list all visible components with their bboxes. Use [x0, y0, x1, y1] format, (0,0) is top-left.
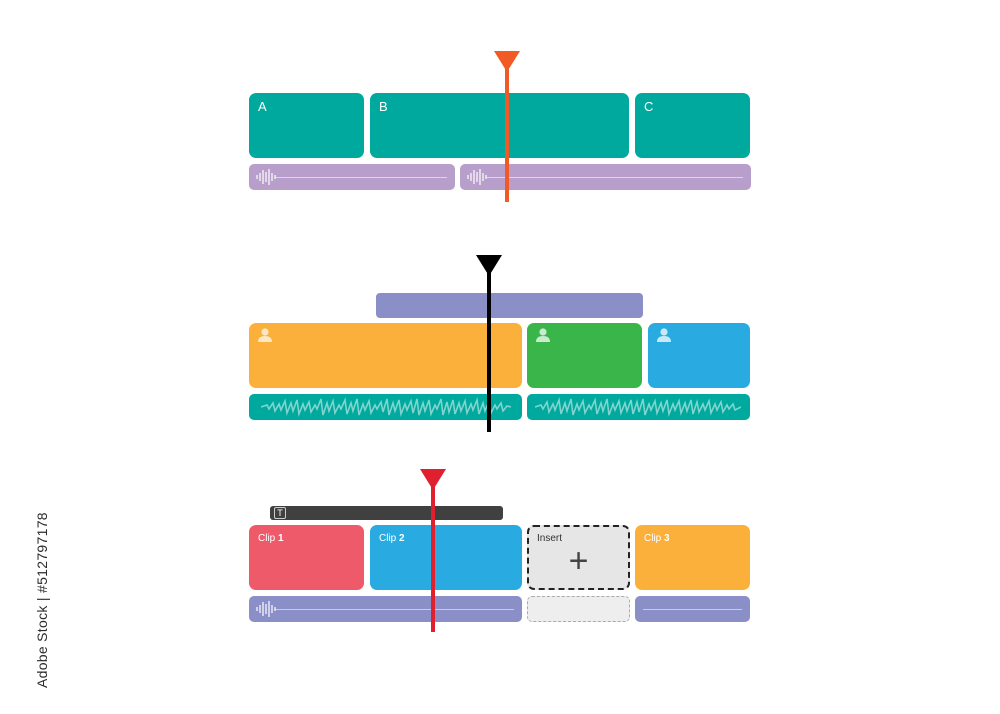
audio-track-1a[interactable]: [249, 164, 455, 190]
clip-2-label: Clip 2: [379, 533, 405, 544]
audio-line: [275, 177, 447, 178]
playhead-icon[interactable]: [474, 254, 504, 432]
person-icon: [258, 328, 272, 342]
audio-line: [275, 609, 514, 610]
clip-3-prefix: Clip: [644, 533, 665, 544]
clip-2-number: 2: [399, 533, 405, 544]
clip-c[interactable]: C: [635, 93, 750, 158]
clip-blue[interactable]: [648, 323, 750, 388]
insert-audio-slot[interactable]: [527, 596, 630, 622]
playhead-icon[interactable]: [492, 50, 522, 202]
title-track[interactable]: T: [270, 506, 503, 520]
plus-icon[interactable]: +: [568, 542, 589, 580]
text-icon: T: [274, 507, 286, 519]
clip-green[interactable]: [527, 323, 642, 388]
clip-1-number: 1: [278, 533, 284, 544]
waveform-icon: [467, 169, 487, 185]
audio-track-2b[interactable]: [527, 394, 750, 420]
clip-3[interactable]: Clip 3: [635, 525, 750, 590]
clip-c-label: C: [644, 99, 654, 114]
audio-line: [643, 609, 742, 610]
clip-3-number: 3: [664, 533, 670, 544]
insert-label: Insert: [537, 533, 563, 544]
clip-b-label: B: [379, 99, 388, 114]
text-icon-glyph: T: [277, 508, 283, 518]
watermark: Adobe Stock | #512797178: [10, 478, 50, 688]
clip-a[interactable]: A: [249, 93, 364, 158]
clip-b[interactable]: B: [370, 93, 629, 158]
overlay-track[interactable]: [376, 293, 643, 318]
audio-track-3b[interactable]: [635, 596, 750, 622]
clip-a-label: A: [258, 99, 267, 114]
clip-1-prefix: Clip: [258, 533, 279, 544]
waveform-icon: [535, 397, 741, 417]
clip-1[interactable]: Clip 1: [249, 525, 364, 590]
playhead-icon[interactable]: [418, 468, 448, 632]
clip-orange[interactable]: [249, 323, 522, 388]
clip-2[interactable]: Clip 2: [370, 525, 522, 590]
audio-track-2a[interactable]: [249, 394, 522, 420]
person-icon: [657, 328, 671, 342]
clip-2-prefix: Clip: [379, 533, 400, 544]
clip-3-label: Clip 3: [644, 533, 670, 544]
audio-line: [486, 177, 743, 178]
watermark-text: Adobe Stock | #512797178: [34, 512, 50, 688]
waveform-icon: [261, 397, 511, 417]
clip-1-label: Clip 1: [258, 533, 284, 544]
audio-track-3a[interactable]: [249, 596, 522, 622]
insert-slot[interactable]: Insert +: [527, 525, 630, 590]
person-icon: [536, 328, 550, 342]
waveform-icon: [256, 169, 276, 185]
waveform-icon: [256, 601, 276, 617]
